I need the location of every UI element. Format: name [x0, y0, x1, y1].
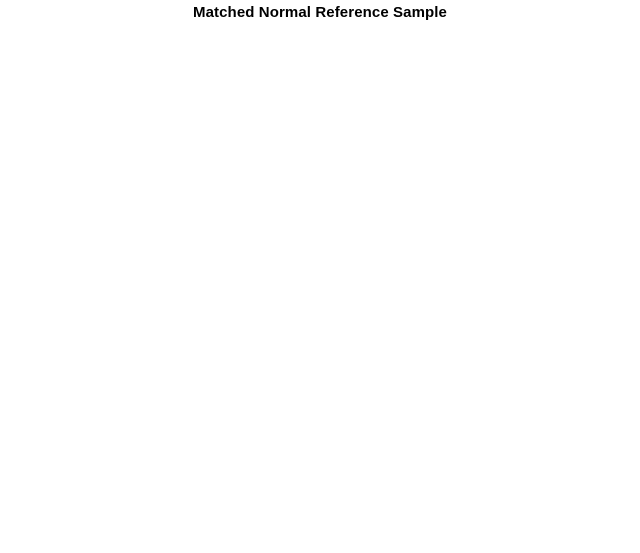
page-title: Matched Normal Reference Sample: [192, 4, 448, 21]
